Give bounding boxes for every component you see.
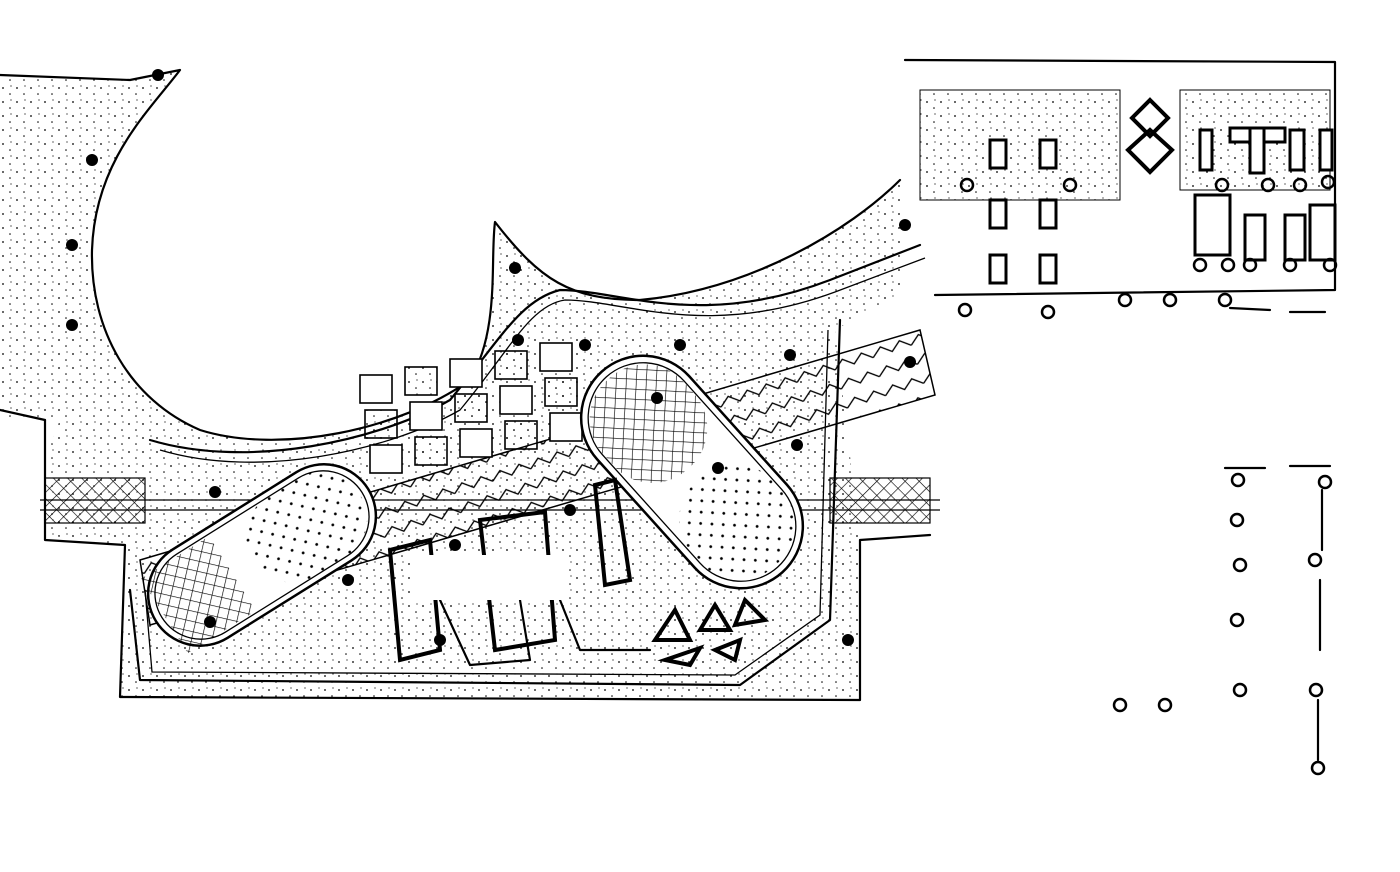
tree-symbol	[904, 356, 916, 368]
tree-symbol	[66, 319, 78, 331]
tree-ring-symbol	[1242, 257, 1258, 273]
trees	[66, 69, 1338, 776]
grid-square	[494, 350, 528, 380]
tree-ring-symbol	[1220, 257, 1236, 273]
grid-square	[414, 436, 448, 466]
building	[1038, 198, 1058, 230]
tree-symbol	[512, 334, 524, 346]
triangle-structures	[651, 596, 770, 668]
tree-ring-symbol	[1282, 257, 1298, 273]
grid-square	[459, 428, 493, 458]
right-oval-field	[579, 354, 805, 590]
tree-symbol	[564, 504, 576, 516]
building	[1283, 213, 1307, 262]
building	[1038, 138, 1058, 170]
tree-ring-symbol	[1232, 557, 1248, 573]
tree-ring-symbol	[1232, 682, 1248, 698]
tree-ring-symbol	[1229, 512, 1245, 528]
tree-ring-symbol	[1214, 177, 1230, 193]
tree-ring-symbol	[957, 302, 973, 318]
building	[1318, 128, 1334, 172]
east-block	[903, 58, 1337, 762]
tree-ring-symbol	[1062, 177, 1078, 193]
grid-square	[539, 342, 573, 372]
tree-symbol	[791, 439, 803, 451]
building	[1193, 193, 1232, 257]
building	[1198, 128, 1214, 172]
tree-ring-symbol	[959, 177, 975, 193]
tree-ring-symbol	[1320, 174, 1336, 190]
grid-square	[369, 444, 403, 474]
grid-square	[454, 393, 488, 423]
tree-symbol	[434, 634, 446, 646]
tree-symbol	[449, 539, 461, 551]
tree-ring-symbol	[1040, 304, 1056, 320]
building	[988, 198, 1008, 230]
building	[988, 138, 1008, 170]
tree-ring-symbol	[1217, 292, 1233, 308]
tree-symbol	[579, 339, 591, 351]
tree-symbol	[651, 392, 663, 404]
tree-symbol	[209, 486, 221, 498]
tree-ring-symbol	[1162, 292, 1178, 308]
tree-ring-symbol	[1192, 257, 1208, 273]
left-oval-field	[141, 463, 378, 654]
tree-symbol	[86, 154, 98, 166]
grid-square	[449, 358, 483, 388]
tree-symbol	[784, 349, 796, 361]
central-buildings	[387, 477, 652, 667]
cross-strip	[40, 477, 940, 524]
tree-symbol	[342, 574, 354, 586]
tree-ring-symbol	[1307, 552, 1323, 568]
tree-ring-symbol	[1310, 760, 1326, 776]
grid-square	[359, 374, 393, 404]
tree-symbol	[66, 239, 78, 251]
building	[1243, 213, 1267, 262]
grid-square	[549, 412, 583, 442]
building	[988, 253, 1008, 285]
tree-ring-symbol	[1229, 612, 1245, 628]
grid-square	[504, 420, 538, 450]
grid-square	[404, 366, 438, 396]
tree-ring-symbol	[1260, 177, 1276, 193]
tree-ring-symbol	[1322, 257, 1338, 273]
tree-ring-symbol	[1112, 697, 1128, 713]
tree-ring-symbol	[1157, 697, 1173, 713]
grid-square	[544, 377, 578, 407]
grid-square	[499, 385, 533, 415]
grid-square	[409, 401, 443, 431]
tree-ring-symbol	[1117, 292, 1133, 308]
tree-symbol	[152, 69, 164, 81]
tree-ring-symbol	[1230, 472, 1246, 488]
tree-ring-symbol	[1292, 177, 1308, 193]
building	[1288, 128, 1306, 172]
building	[1038, 253, 1058, 285]
tree-symbol	[204, 616, 216, 628]
tree-symbol	[712, 462, 724, 474]
tree-ring-symbol	[1308, 682, 1324, 698]
tree-symbol	[509, 262, 521, 274]
grid-square	[364, 409, 398, 439]
tree-symbol	[674, 339, 686, 351]
tree-symbol	[899, 219, 911, 231]
garden-grid	[359, 342, 583, 474]
building	[1248, 126, 1266, 175]
building	[1308, 203, 1337, 262]
tree-symbol	[842, 634, 854, 646]
blank-label-area	[415, 555, 565, 600]
tree-ring-symbol	[1317, 474, 1333, 490]
